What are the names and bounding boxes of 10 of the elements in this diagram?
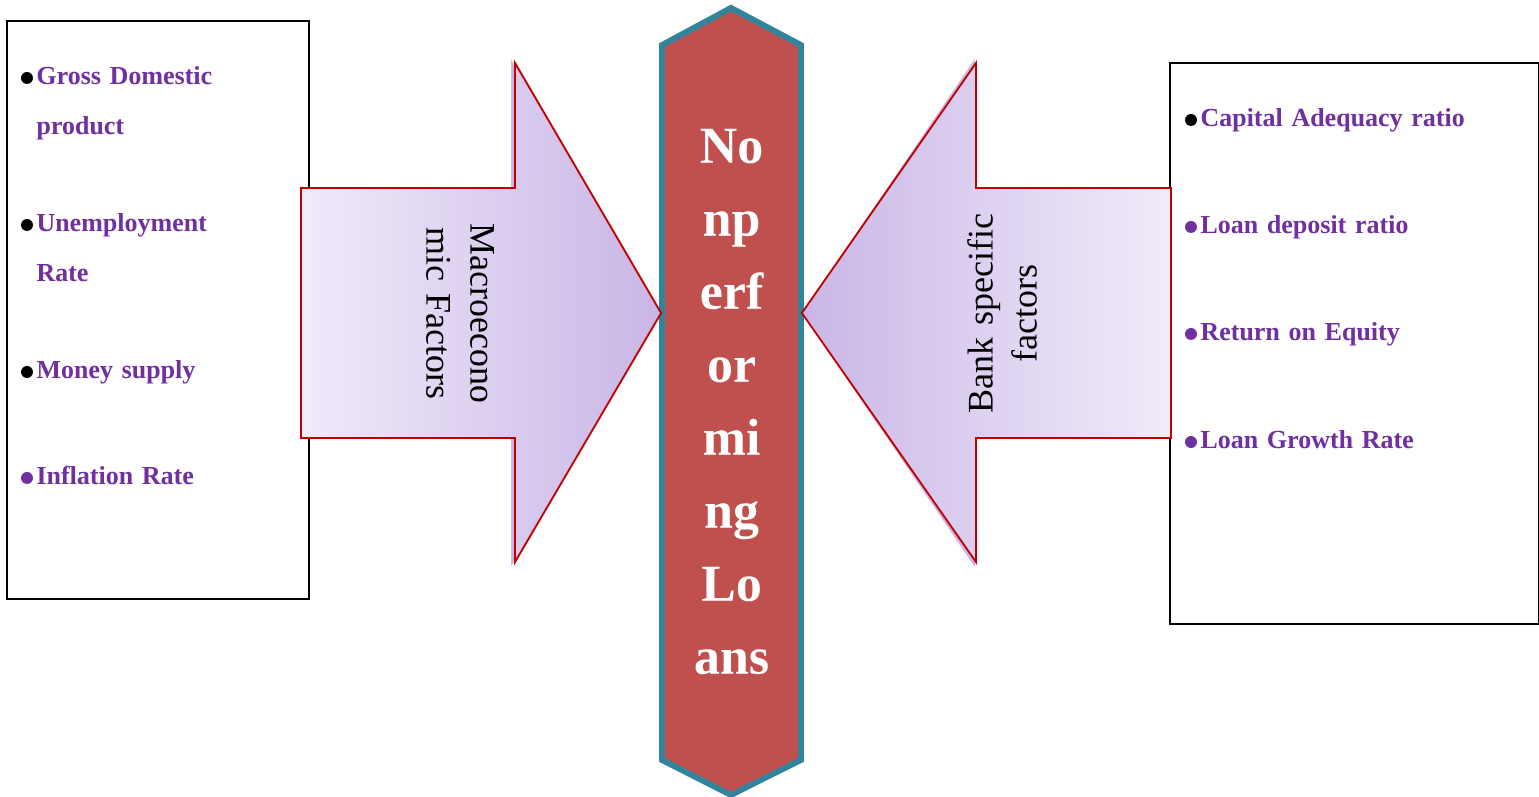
list-item: Capital Adequacy ratio <box>1201 107 1464 132</box>
arrow-label: Macroecono mic Factors <box>426 224 494 402</box>
list-item: Money supply <box>36 359 196 384</box>
list-item: Inflation Rate <box>37 465 194 485</box>
arrow-label: Bank specific factors <box>967 214 1037 412</box>
list-item: Loan deposit ratio <box>1200 214 1408 239</box>
list-item: Gross Domestic product <box>36 65 212 140</box>
list-item: Loan Growth Rate <box>1200 429 1413 449</box>
list-item: Return on Equity <box>1200 321 1400 346</box>
list-item: Unemployment Rate <box>36 212 207 282</box>
